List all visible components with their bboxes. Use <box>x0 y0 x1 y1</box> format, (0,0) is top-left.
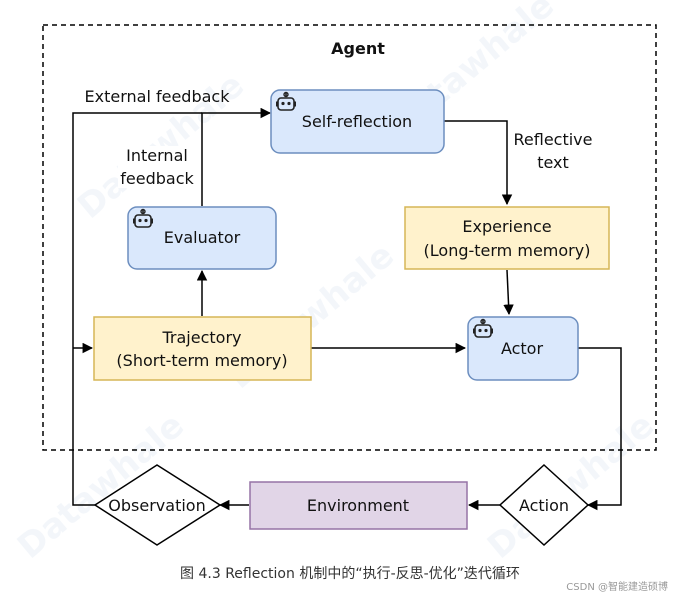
environment-label: Environment <box>307 496 409 515</box>
actor-label: Actor <box>501 339 544 358</box>
evaluator-box <box>127 206 277 270</box>
self-reflection-label: Self-reflection <box>302 112 412 131</box>
node-action: Action <box>498 463 590 547</box>
trajectory-label-line1: Trajectory <box>162 328 242 347</box>
internal-feedback-label-line2: feedback <box>120 169 194 188</box>
environment-box <box>249 481 468 530</box>
reflective-text-label-line2: text <box>537 153 569 172</box>
agent-title: Agent <box>331 39 385 58</box>
actor-box <box>467 316 579 381</box>
experience-label-line1: Experience <box>462 217 551 236</box>
internal-feedback-label-bg <box>118 146 198 188</box>
watermark-text: Datawhale <box>480 405 662 567</box>
action-diamond <box>498 463 590 547</box>
trajectory-label-line2: (Short-term memory) <box>116 351 287 370</box>
internal-feedback-label-line1: Internal <box>126 146 188 165</box>
reflective-text-label-line1: Reflective <box>514 130 593 149</box>
edge-self-reflection-to-experience <box>444 120 513 206</box>
source-credit: CSDN @智能建造硕博 <box>566 580 668 593</box>
experience-box <box>404 206 610 270</box>
edge-actor-to-action <box>578 347 622 511</box>
node-actor: Actor <box>467 316 579 381</box>
observation-diamond <box>93 464 222 546</box>
observation-label: Observation <box>108 496 205 515</box>
node-self-reflection: Self-reflection <box>270 89 445 154</box>
evaluator-label: Evaluator <box>164 228 241 247</box>
trajectory-box <box>93 316 312 381</box>
node-evaluator: Evaluator <box>127 206 277 270</box>
node-environment: Environment <box>249 481 468 530</box>
figure-caption: 图 4.3 Reflection 机制中的“执行-反思-优化”迭代循环 <box>180 566 520 582</box>
edge-external-feedback <box>72 112 202 506</box>
action-label: Action <box>519 496 569 515</box>
experience-label-line2: (Long-term memory) <box>424 241 591 260</box>
agent-container <box>42 24 657 451</box>
node-experience: Experience (Long-term memory) <box>404 206 610 270</box>
node-observation: Observation <box>93 464 222 546</box>
self-reflection-box <box>270 89 445 154</box>
node-trajectory: Trajectory (Short-term memory) <box>93 316 312 381</box>
edge-experience-to-actor <box>503 269 514 316</box>
external-feedback-label: External feedback <box>85 87 231 106</box>
